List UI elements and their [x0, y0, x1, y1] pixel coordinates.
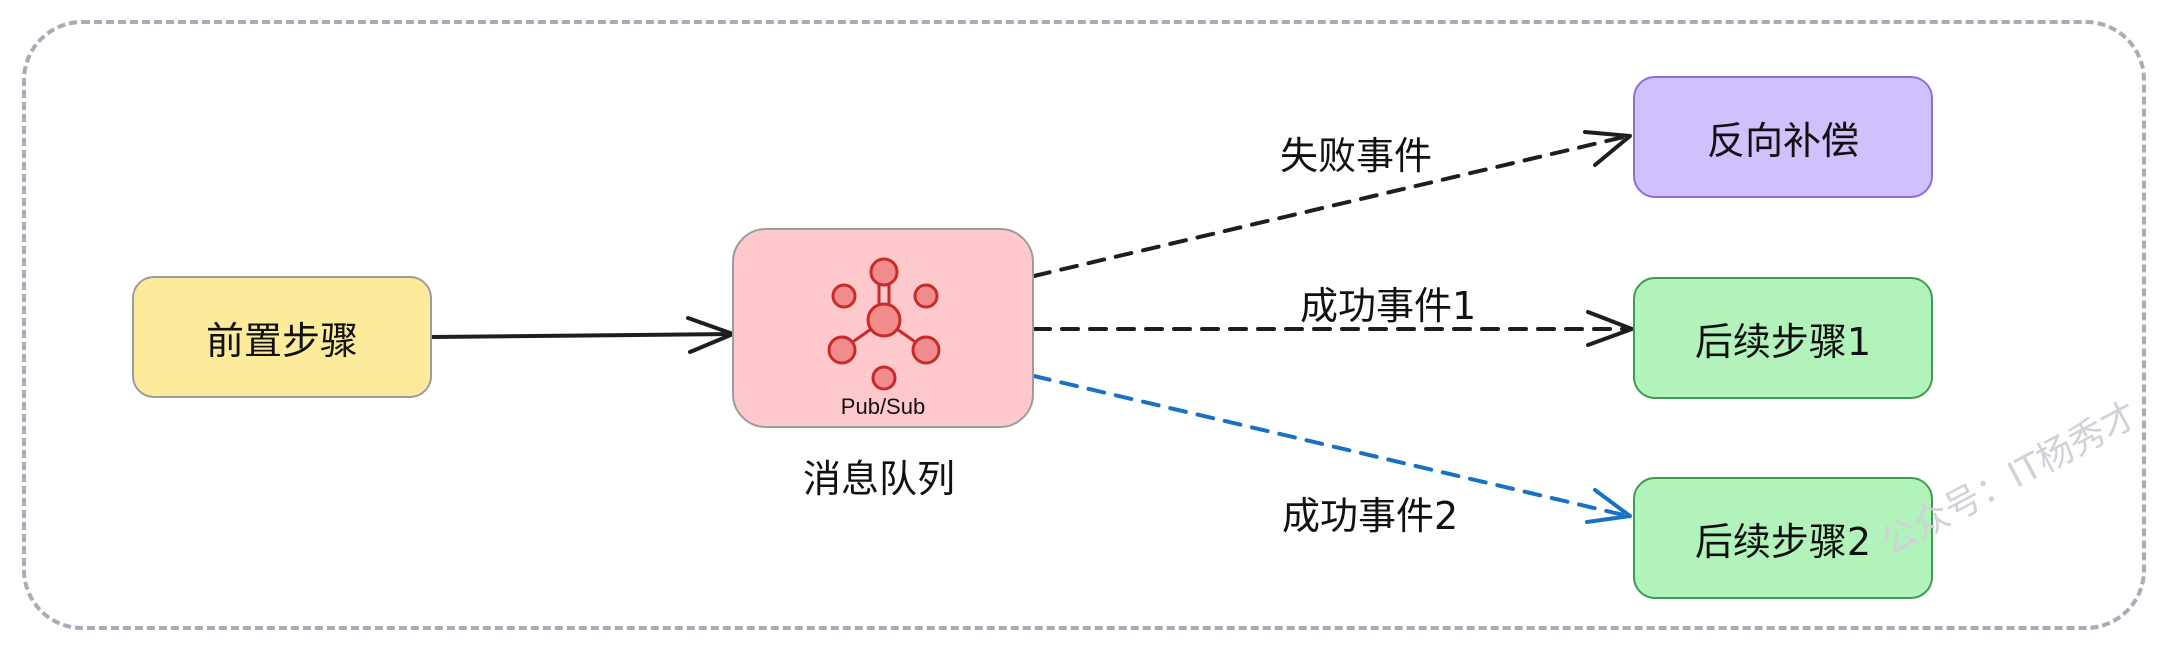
edge-label-fail: 失败事件: [1280, 134, 1433, 178]
node-next-step-1[interactable]: 后续步骤1: [1633, 277, 1933, 399]
node-pre-step[interactable]: 前置步骤: [132, 276, 432, 398]
arrow-success-2-head: [1585, 488, 1632, 524]
node-next-step-2[interactable]: 后续步骤2: [1633, 477, 1933, 599]
arrow-fail-event: [1032, 134, 1630, 278]
node-compensation-label: 反向补偿: [1706, 118, 1859, 163]
edge-label-success-2: 成功事件2: [1282, 494, 1459, 538]
node-next-step-2-label: 后续步骤2: [1694, 519, 1872, 564]
mq-sub-label: Pub/Sub: [840, 394, 926, 419]
pubsub-hub-icon: [827, 257, 941, 391]
node-message-queue[interactable]: Pub/Sub: [732, 228, 1034, 428]
container-frame: [22, 20, 2146, 630]
arrow-success-1-head: [1586, 310, 1634, 347]
arrow-success-2: [1032, 374, 1630, 518]
arrow-fail-event-head: [1583, 130, 1632, 167]
node-next-step-1-label: 后续步骤1: [1694, 319, 1872, 364]
node-pre-step-label: 前置步骤: [205, 318, 358, 363]
mq-caption: 消息队列: [803, 457, 956, 501]
arrow-pre-to-mq: [430, 332, 735, 339]
edge-label-success-1: 成功事件1: [1300, 284, 1477, 328]
node-compensation[interactable]: 反向补偿: [1633, 76, 1933, 198]
